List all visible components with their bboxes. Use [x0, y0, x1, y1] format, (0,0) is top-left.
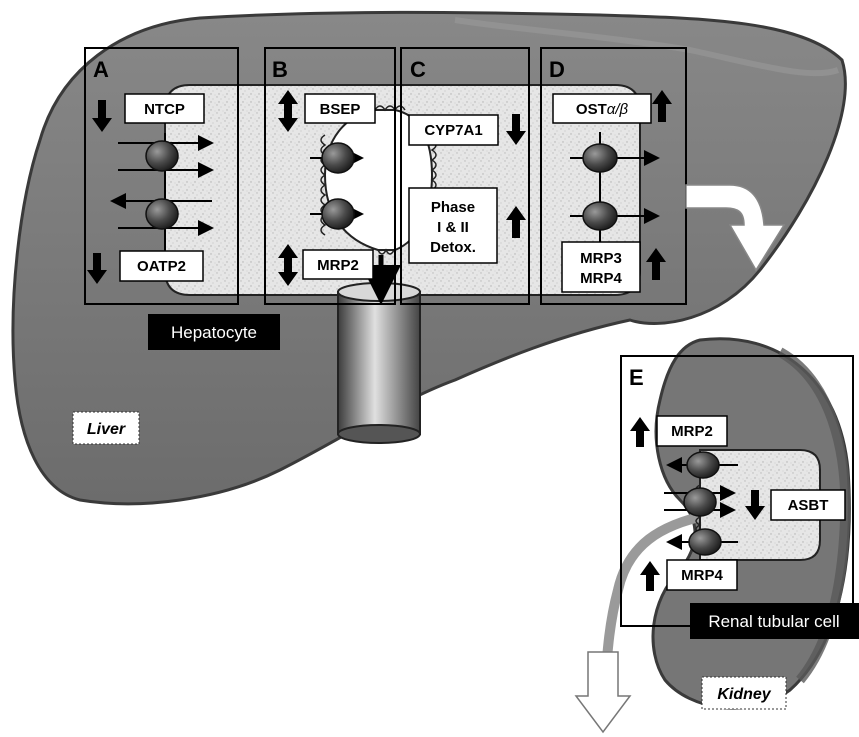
mrp3-label: MRP3 — [580, 250, 622, 267]
cyp7a1-label-box — [408, 114, 499, 146]
e-mrp2-label-box — [656, 415, 728, 447]
detox-label-line1: Phase — [431, 199, 475, 216]
panel-c-letter: C — [410, 57, 426, 82]
e-mrp4-label-box — [666, 559, 738, 591]
bsep-transporter — [321, 142, 355, 174]
e-mrp2-transporter — [686, 451, 720, 479]
mrp2-transporter — [321, 198, 355, 230]
e-mrp4-up-arrow — [640, 561, 660, 591]
kidney-label-box — [701, 676, 787, 710]
ost-transporter — [582, 143, 618, 173]
mrp3-mrp4-transporter — [582, 201, 618, 231]
mrp3-mrp4-label-box — [561, 241, 641, 293]
bile-duct-bottom — [337, 424, 421, 444]
bsep-updown-arrow — [278, 90, 298, 132]
ntcp-label-box — [124, 93, 205, 124]
liver-label-box — [72, 411, 140, 445]
mrp2-label: MRP2 — [317, 257, 359, 274]
e-mrp4-transporter — [688, 528, 722, 556]
renal-tubular-cell-label-box — [690, 603, 859, 639]
panel-d-box — [540, 47, 687, 305]
mrp4-label: MRP4 — [580, 270, 622, 287]
e-mrp2-up-arrow — [630, 417, 650, 447]
cyp7a1-down-arrow — [506, 114, 526, 145]
detox-up-arrow — [506, 206, 526, 238]
urine-output-arrow — [574, 651, 632, 734]
mrp3-mrp4-up-arrow — [646, 248, 666, 280]
panel-e-letter: E — [629, 365, 644, 390]
oatp2-label-box — [119, 250, 204, 282]
cyp7a1-label: CYP7A1 — [424, 122, 482, 139]
ntcp-transporter — [145, 140, 179, 172]
asbt-label: ASBT — [788, 497, 829, 514]
hepatocyte-label-box — [148, 314, 280, 350]
renal-tubular-cell-label: Renal tubular cell — [708, 612, 839, 631]
detox-label-line2: I & II — [437, 219, 469, 236]
bsep-label: BSEP — [320, 101, 361, 118]
bsep-label-box — [304, 93, 376, 124]
oatp2-label: OATP2 — [137, 258, 186, 275]
panel-a-letter: A — [93, 57, 109, 82]
detox-label-line3: Detox. — [430, 239, 476, 256]
mrp2-label-box — [302, 249, 374, 280]
ost-up-arrow — [652, 90, 672, 122]
panel-d-letter: D — [549, 57, 565, 82]
panel-c-box — [400, 47, 530, 305]
ost-label-box — [552, 93, 652, 124]
liver-label: Liver — [87, 421, 126, 438]
ost-label-suffix: α/β — [607, 101, 629, 118]
ntcp-down-arrow — [92, 100, 112, 132]
detox-label-box — [408, 187, 498, 264]
bile-duct — [337, 291, 421, 435]
renal-cell-body — [699, 449, 821, 561]
asbt-label-box — [770, 489, 846, 521]
ost-label: OSTα/β — [576, 101, 629, 118]
panel-b-box — [264, 47, 396, 305]
ntcp-label: NTCP — [144, 101, 185, 118]
asbt-down-arrow — [745, 490, 765, 520]
oatp2-down-arrow — [87, 253, 107, 284]
oatp2-transporter — [145, 198, 179, 230]
kidney-label: Kidney — [717, 686, 771, 703]
asbt-transporter — [683, 487, 717, 517]
hepatocyte-label: Hepatocyte — [171, 323, 257, 342]
mrp2-updown-arrow — [278, 244, 298, 286]
export-curved-arrow — [685, 184, 786, 272]
e-mrp2-label: MRP2 — [671, 423, 713, 440]
e-mrp4-label: MRP4 — [681, 567, 723, 584]
panel-b-letter: B — [272, 57, 288, 82]
panel-a-box — [84, 47, 239, 305]
ost-label-prefix: OST — [576, 101, 607, 118]
